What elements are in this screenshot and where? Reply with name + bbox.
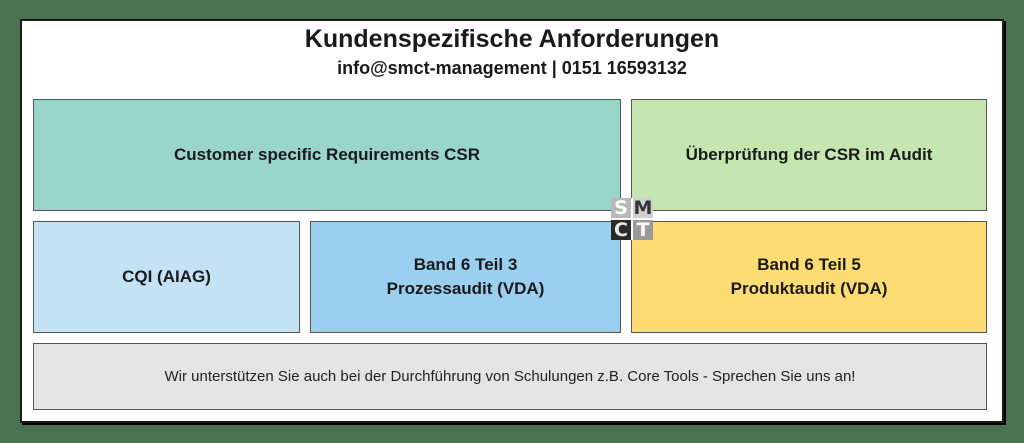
training-banner: Wir unterstützen Sie auch bei der Durchf…	[33, 343, 987, 410]
logo-letter-s: S	[611, 198, 631, 218]
band6-teil5-line2: Produktaudit (VDA)	[730, 279, 888, 298]
csr-box: Customer specific Requirements CSR	[33, 99, 621, 211]
audit-check-box: Überprüfung der CSR im Audit	[631, 99, 987, 211]
band6-teil5-box: Band 6 Teil 5 Produktaudit (VDA)	[631, 221, 987, 333]
band6-teil3-box: Band 6 Teil 3 Prozessaudit (VDA)	[310, 221, 621, 333]
page-title: Kundenspezifische Anforderungen	[304, 25, 720, 53]
cqi-box: CQI (AIAG)	[33, 221, 300, 333]
band6-teil5-line1: Band 6 Teil 5	[757, 255, 861, 274]
band6-teil3-line2: Prozessaudit (VDA)	[386, 279, 545, 298]
smct-logo: S M C T	[611, 198, 653, 240]
infographic-card: Kundenspezifische Anforderungen info@smc…	[20, 19, 1004, 423]
logo-letter-c: C	[611, 220, 631, 240]
training-banner-text: Wir unterstützen Sie auch bei der Durchf…	[164, 367, 856, 385]
band6-teil3-line1: Band 6 Teil 3	[413, 255, 518, 274]
logo-letter-t: T	[633, 220, 653, 240]
contact-subtitle: info@smct-management | 0151 16593132	[337, 58, 687, 78]
cqi-label: CQI (AIAG)	[122, 267, 211, 286]
logo-letter-m: M	[633, 196, 653, 219]
audit-check-label: Überprüfung der CSR im Audit	[685, 145, 933, 164]
csr-label: Customer specific Requirements CSR	[173, 145, 481, 164]
